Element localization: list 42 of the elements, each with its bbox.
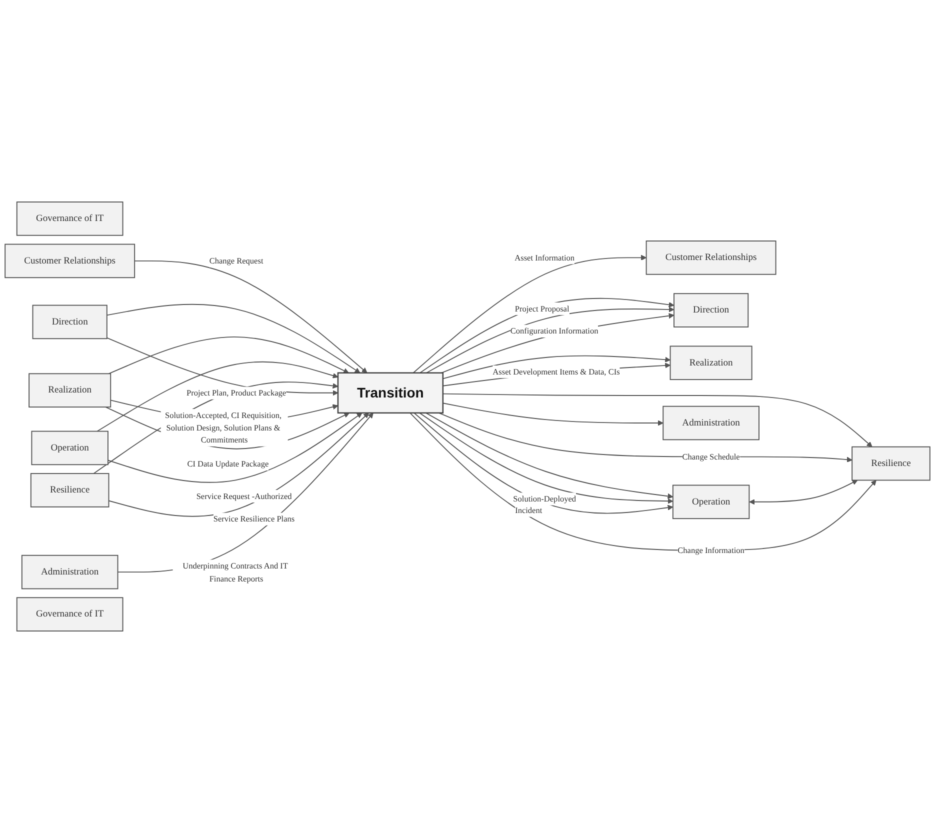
arrow [412, 254, 647, 374]
node-box [16, 597, 124, 632]
edge-label: Asset Information [514, 252, 575, 262]
edge-label: Configuration Information [510, 326, 598, 336]
node-box [672, 484, 750, 520]
edge-label: CI Data Update Package [187, 459, 269, 469]
arrow [106, 304, 360, 374]
node-box [662, 406, 760, 440]
arrow [440, 313, 674, 374]
node-box [32, 304, 108, 340]
edge-label: Asset Development Items & Data, CIs [492, 366, 620, 376]
node-box [21, 554, 118, 590]
edge-label: Change Request [209, 256, 264, 266]
arrow [442, 355, 671, 380]
node-box [28, 373, 112, 408]
arrow [117, 412, 374, 573]
node-box [852, 446, 930, 481]
edge-label: Underpinning Contracts And IT Finance Reports [182, 560, 288, 583]
arrow [749, 480, 858, 505]
node-box [16, 202, 124, 236]
node-box [4, 244, 136, 278]
node-box [646, 240, 776, 275]
arrow [108, 336, 349, 374]
edge-label: Project Proposal [514, 304, 570, 314]
edge-label: Project Plan, Product Package [186, 388, 286, 398]
node-box [30, 473, 110, 508]
edge-label: Change Information [678, 545, 744, 555]
arrow [442, 393, 872, 448]
node-box [337, 372, 444, 414]
edge-label: Change Schedule [682, 452, 740, 462]
node-box [670, 346, 752, 380]
edge-label: Solution-Accepted, CI Requisition, Solution Design, Solution Plans & Commitments [164, 410, 282, 445]
arrow [442, 402, 664, 426]
arrow [134, 260, 368, 374]
arrow [107, 412, 362, 483]
edge-label: Solution-Deployed [513, 494, 576, 504]
node-box [674, 293, 749, 328]
arrow [108, 412, 370, 517]
edge-label: Service Request -Authorized [196, 491, 292, 501]
edge-label: Service Resilience Plans [213, 514, 295, 524]
edge-label: Incident [515, 505, 542, 515]
node-box [31, 430, 108, 466]
